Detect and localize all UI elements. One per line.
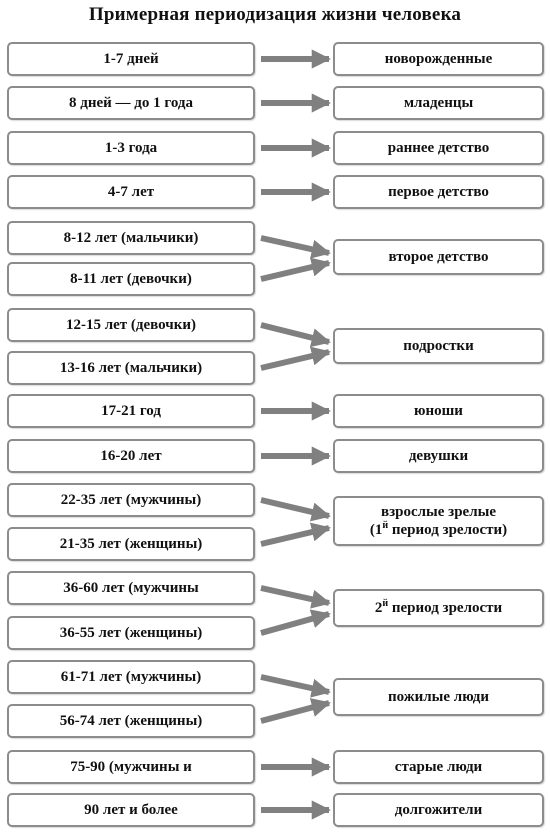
stage-box: 2й период зрелости xyxy=(333,589,544,627)
age-box: 75-90 (мужчины и xyxy=(7,750,255,784)
arrow xyxy=(260,497,331,522)
stage-label: раннее детство xyxy=(387,140,490,156)
stage-label: долгожители xyxy=(394,802,483,818)
age-box: 4-7 лет xyxy=(7,175,255,209)
stage-label: младенцы xyxy=(403,95,474,111)
age-box: 13-16 лет (мальчики) xyxy=(7,351,255,385)
arrow xyxy=(260,585,331,609)
stage-box: младенцы xyxy=(333,86,544,120)
stage-label: старые люди xyxy=(394,759,483,775)
arrow xyxy=(260,674,331,698)
stage-label: юноши xyxy=(414,403,463,419)
age-box: 8-12 лет (мальчики) xyxy=(7,221,255,255)
age-box: 12-15 лет (девочки) xyxy=(7,308,255,342)
age-label: 4-7 лет xyxy=(107,184,155,200)
stage-label: новорожденные xyxy=(384,51,493,67)
stage-box: долгожители xyxy=(333,793,544,827)
age-label: 56-74 лет (женщины) xyxy=(59,713,203,729)
stage-line2-post: период зрелости) xyxy=(388,522,508,538)
age-box: 8 дней — до 1 года xyxy=(7,86,255,120)
stage-box: пожилые люди xyxy=(333,678,544,716)
age-box: 36-55 лет (женщины) xyxy=(7,616,255,650)
age-box: 61-71 лет (мужчины) xyxy=(7,660,255,694)
age-box: 17-21 год xyxy=(7,394,255,428)
stage-post: период зрелости xyxy=(388,600,503,616)
age-label: 12-15 лет (девочки) xyxy=(65,317,197,333)
age-box: 56-74 лет (женщины) xyxy=(7,704,255,738)
age-box: 8-11 лет (девочки) xyxy=(7,262,255,296)
stage-box: первое детство xyxy=(333,175,544,209)
arrow xyxy=(260,235,331,259)
age-label: 36-60 лет (мужчины xyxy=(63,580,199,596)
age-label: 21-35 лет (женщины) xyxy=(59,536,203,552)
stage-box: старые люди xyxy=(333,750,544,784)
arrow xyxy=(260,698,331,724)
age-box: 1-3 года xyxy=(7,131,255,165)
age-label: 1-7 дней xyxy=(103,51,159,67)
age-label: 8-12 лет (мальчики) xyxy=(63,230,199,246)
age-label: 75-90 (мужчины и xyxy=(70,759,192,775)
stage-label: взрослые зрелые (1й период зрелости) xyxy=(370,503,507,539)
age-box: 22-35 лет (мужчины) xyxy=(7,483,255,517)
age-box: 1-7 дней xyxy=(7,42,255,76)
stage-box: второе детство xyxy=(333,239,544,275)
stage-label: первое детство xyxy=(388,184,489,200)
age-label: 61-71 лет (мужчины) xyxy=(60,669,202,685)
age-label: 22-35 лет (мужчины) xyxy=(60,492,202,508)
age-label: 8 дней — до 1 года xyxy=(69,95,193,111)
stage-box: раннее детство xyxy=(333,131,544,165)
age-label: 13-16 лет (мальчики) xyxy=(59,360,203,376)
arrow xyxy=(260,346,331,371)
stage-line2-sup: й xyxy=(382,520,389,531)
age-label: 1-3 года xyxy=(104,140,158,156)
arrow xyxy=(260,609,331,636)
stage-box: девушки xyxy=(333,439,544,473)
stage-label: подростки xyxy=(403,338,474,354)
stage-pre: 2 xyxy=(374,600,383,616)
stage-label: 2й период зрелости xyxy=(375,599,502,617)
stage-box: юноши xyxy=(333,394,544,428)
page-title: Примерная периодизация жизни человека xyxy=(88,4,462,25)
stage-box: новорожденные xyxy=(333,42,544,76)
age-label: 16-20 лет xyxy=(100,448,162,464)
arrow xyxy=(260,257,331,282)
age-box: 16-20 лет xyxy=(7,439,255,473)
stage-label: второе детство xyxy=(388,249,489,265)
stage-line2-pre: (1 xyxy=(369,522,383,538)
stage-label: пожилые люди xyxy=(387,689,490,705)
age-label: 17-21 год xyxy=(101,403,161,419)
arrow xyxy=(260,522,331,547)
stage-line1: взрослые зрелые xyxy=(381,504,496,520)
age-box: 36-60 лет (мужчины xyxy=(7,571,255,605)
age-label: 8-11 лет (девочки) xyxy=(70,271,192,287)
stage-label: девушки xyxy=(408,448,469,464)
age-label: 90 лет и более xyxy=(84,802,178,818)
arrow xyxy=(260,322,331,348)
age-label: 36-55 лет (женщины) xyxy=(59,625,203,641)
stage-sup: й xyxy=(382,598,389,609)
age-box: 90 лет и более xyxy=(7,793,255,827)
age-box: 21-35 лет (женщины) xyxy=(7,527,255,561)
stage-box: взрослые зрелые (1й период зрелости) xyxy=(333,496,544,546)
stage-box: подростки xyxy=(333,328,544,364)
